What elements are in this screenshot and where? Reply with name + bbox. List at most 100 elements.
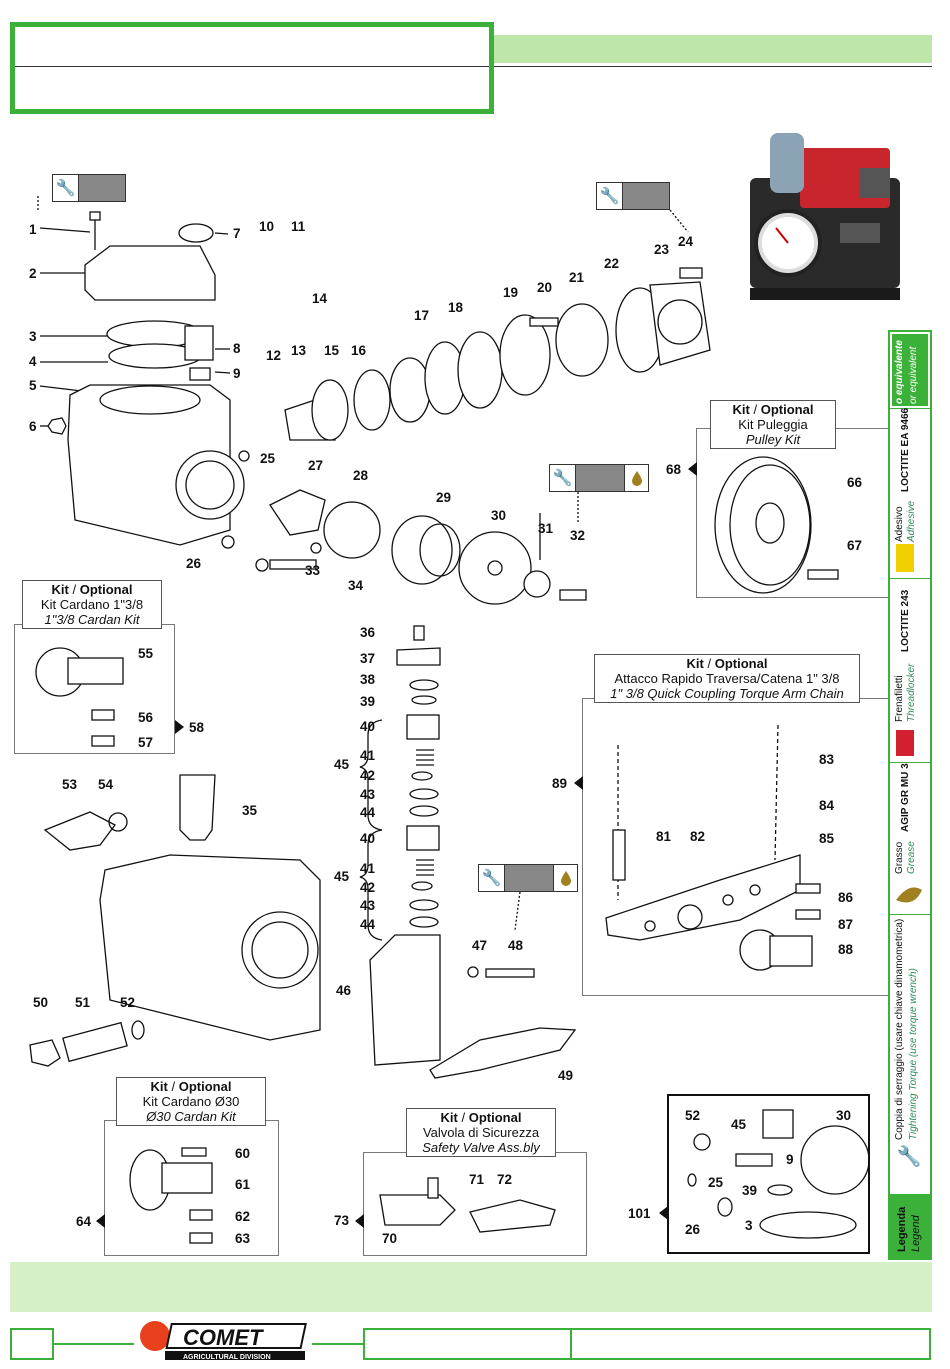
legend-thread-it: Frenafiletti bbox=[894, 675, 905, 722]
torque-grease-indicator: 🔧 bbox=[549, 464, 649, 492]
part-label: 61 bbox=[235, 1177, 251, 1192]
part-label: 3 bbox=[745, 1218, 753, 1233]
ref-label: 73 bbox=[334, 1213, 350, 1228]
part-label: 16 bbox=[351, 343, 367, 358]
legend-equiv-en: or equivalent bbox=[908, 346, 919, 404]
wrench-icon: 🔧 bbox=[479, 865, 505, 891]
part-label: 42 bbox=[360, 880, 376, 895]
wrench-icon: 🔧 bbox=[550, 465, 576, 491]
part-label: 39 bbox=[742, 1183, 758, 1198]
part-label: 45 bbox=[334, 757, 350, 772]
page-number-box bbox=[10, 1328, 54, 1360]
part-label: 22 bbox=[604, 256, 620, 271]
grease-drop-icon bbox=[553, 865, 577, 891]
part-label: 87 bbox=[838, 917, 854, 932]
ref-label: 68 bbox=[666, 462, 682, 477]
quick-coupling-kit-frame bbox=[582, 698, 926, 996]
svg-text:AGRICULTURAL DIVISION: AGRICULTURAL DIVISION bbox=[183, 1354, 271, 1361]
part-label: 25 bbox=[708, 1175, 724, 1190]
part-label: 1 bbox=[29, 222, 37, 237]
part-label: 13 bbox=[291, 343, 307, 358]
part-label: 67 bbox=[847, 538, 863, 553]
part-label: 21 bbox=[569, 270, 585, 285]
threadlocker-icon bbox=[896, 730, 914, 756]
legend-thread-product: LOCTITE 243 bbox=[900, 589, 911, 652]
part-label: 23 bbox=[654, 242, 670, 257]
torque-indicator: 🔧 bbox=[52, 174, 126, 202]
part-label: 44 bbox=[360, 917, 376, 932]
part-label: 33 bbox=[305, 563, 321, 578]
ref-arrow bbox=[96, 1214, 105, 1228]
part-label: 51 bbox=[75, 995, 91, 1010]
part-label: 20 bbox=[537, 280, 553, 295]
legend-sidebar: o equivalente or equivalent LOCTITE EA 9… bbox=[888, 330, 932, 1260]
ref-arrow bbox=[688, 462, 697, 476]
part-label: 12 bbox=[266, 348, 282, 363]
part-label: 9 bbox=[233, 366, 241, 381]
ref-arrow bbox=[659, 1206, 668, 1220]
ref-label: 64 bbox=[76, 1214, 92, 1229]
part-label: 26 bbox=[685, 1222, 701, 1237]
cardan30-kit-frame bbox=[104, 1120, 279, 1256]
part-label: 3 bbox=[29, 329, 37, 344]
ref-arrow bbox=[355, 1214, 364, 1228]
part-label: 30 bbox=[491, 508, 507, 523]
part-label: 19 bbox=[503, 285, 519, 300]
ref-label: 89 bbox=[552, 776, 568, 791]
part-label: 53 bbox=[62, 777, 78, 792]
part-label: 46 bbox=[336, 983, 352, 998]
legend-thread-en: Threadlocker bbox=[906, 663, 917, 722]
part-label: 10 bbox=[259, 219, 275, 234]
part-label: 50 bbox=[33, 995, 49, 1010]
part-label: 44 bbox=[360, 805, 376, 820]
part-label: 42 bbox=[360, 768, 376, 783]
legend-adhesive-it: Adesivo bbox=[894, 506, 905, 542]
adhesive-icon bbox=[896, 544, 914, 572]
part-label: 81 bbox=[656, 829, 672, 844]
torque-indicator: 🔧 bbox=[596, 182, 670, 210]
legend-grease-en: Grease bbox=[906, 841, 917, 874]
part-label: 40 bbox=[360, 719, 376, 734]
footer-rule bbox=[312, 1343, 364, 1345]
part-label: 54 bbox=[98, 777, 114, 792]
part-label: 26 bbox=[186, 556, 202, 571]
part-label: 60 bbox=[235, 1146, 251, 1161]
comet-logo: COMET AGRICULTURAL DIVISION bbox=[135, 1318, 310, 1362]
part-label: 63 bbox=[235, 1231, 251, 1246]
part-label: 55 bbox=[138, 646, 154, 661]
part-label: 15 bbox=[324, 343, 340, 358]
part-label: 7 bbox=[233, 226, 241, 241]
pump-photo bbox=[750, 133, 900, 300]
part-label: 85 bbox=[819, 831, 835, 846]
part-label: 9 bbox=[786, 1152, 794, 1167]
part-label: 83 bbox=[819, 752, 835, 767]
part-label: 29 bbox=[436, 490, 452, 505]
legend-title-en: Legend bbox=[910, 1215, 922, 1252]
part-label: 8 bbox=[233, 341, 241, 356]
part-label: 40 bbox=[360, 831, 376, 846]
part-label: 71 bbox=[469, 1172, 485, 1187]
footer-rule bbox=[54, 1343, 134, 1345]
ref-label: 58 bbox=[189, 720, 205, 735]
footer-divider bbox=[570, 1330, 572, 1358]
part-label: 24 bbox=[678, 234, 694, 249]
header-band bbox=[494, 35, 932, 63]
part-label: 47 bbox=[472, 938, 488, 953]
part-label: 5 bbox=[29, 378, 37, 393]
header-rule bbox=[10, 66, 932, 67]
part-label: 17 bbox=[414, 308, 430, 323]
part-label: 34 bbox=[348, 578, 364, 593]
ref-arrow bbox=[175, 720, 184, 734]
legend-torque-en: Tightening Torque (use torque wrench) bbox=[908, 968, 919, 1140]
grease-drop-icon bbox=[896, 887, 922, 903]
part-label: 52 bbox=[120, 995, 136, 1010]
part-label: 72 bbox=[497, 1172, 513, 1187]
part-label: 18 bbox=[448, 300, 464, 315]
legend-torque-it: Coppia di serraggio (usare chiave dinamo… bbox=[894, 918, 905, 1140]
wrench-icon: 🔧 bbox=[53, 175, 79, 201]
part-label: 86 bbox=[838, 890, 854, 905]
